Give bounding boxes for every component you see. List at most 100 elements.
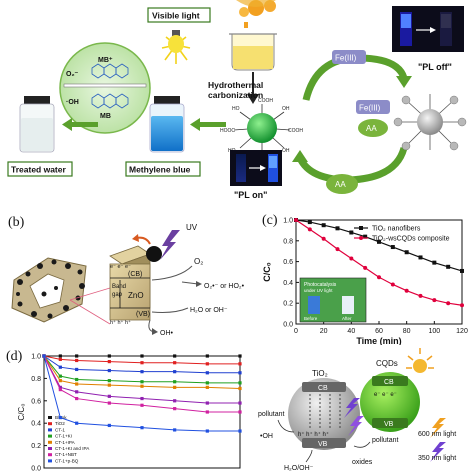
y-tick-label: 0.4 <box>283 280 293 287</box>
data-point <box>363 234 368 239</box>
data-point <box>173 361 177 365</box>
data-point <box>205 354 209 358</box>
visible-light-label: Visible light <box>152 11 200 21</box>
y-tick-label: 0.0 <box>31 466 41 473</box>
data-point <box>173 380 177 384</box>
data-point <box>140 426 144 430</box>
cqds-label: CQDs <box>376 359 398 368</box>
inset-before: Before <box>304 316 318 321</box>
data-point <box>205 381 209 385</box>
x-tick-label: 80 <box>403 328 411 335</box>
lightning-purple-icon <box>344 398 364 436</box>
legend-marker <box>48 416 52 419</box>
fe-mid-label: Fe(III) <box>359 104 381 113</box>
lightning-purple-350-icon <box>430 442 446 462</box>
svg-text:COOH: COOH <box>288 128 303 134</box>
svg-text:OH: OH <box>282 106 290 112</box>
data-point <box>173 385 177 389</box>
data-point <box>418 255 423 260</box>
x-tick-label: 100 <box>428 328 440 335</box>
data-point <box>140 384 144 388</box>
svg-text:COOH: COOH <box>258 98 273 104</box>
series-line <box>43 355 240 374</box>
data-point <box>349 230 354 235</box>
legend-marker <box>48 422 52 426</box>
carbonization-label: carbonization <box>208 90 263 100</box>
data-point <box>335 226 340 231</box>
mb-plus-label: MB⁺ <box>98 57 113 64</box>
data-point <box>75 396 79 401</box>
treated-water-label: Treated water <box>11 165 66 175</box>
cqd-cb-label: CB <box>384 379 394 386</box>
data-point <box>238 371 242 375</box>
tio2-sphere: CB h⁺ h⁺ h⁺ h⁺ VB <box>288 378 360 450</box>
light-bulb-icon <box>161 30 191 64</box>
electrons-label: e⁻ e⁻ e⁻ <box>110 264 131 270</box>
data-point <box>107 379 111 383</box>
data-point <box>75 358 79 363</box>
data-point <box>107 423 111 428</box>
legend-entry: TiO2 <box>55 421 65 426</box>
data-point <box>107 368 111 373</box>
panel-b-label: (b) <box>8 215 25 230</box>
pl-on-label: "PL on" <box>234 190 267 200</box>
y-tick-label: 0.2 <box>31 443 41 450</box>
pl-off-label: "PL off" <box>418 62 452 72</box>
gap-label: gap <box>112 292 123 298</box>
data-point <box>58 365 62 369</box>
cqd-sphere: CB e⁻ e⁻ e⁻ VB <box>360 372 420 432</box>
tio2-holes: h⁺ h⁺ h⁺ h⁺ <box>298 431 329 438</box>
series-line <box>43 355 240 432</box>
uv-label: UV <box>186 223 198 232</box>
data-point <box>140 370 144 374</box>
legend-marker <box>48 440 52 444</box>
fe-top-box <box>332 50 366 64</box>
data-point <box>75 377 79 382</box>
data-point <box>140 396 144 401</box>
x-tick-label: 40 <box>347 328 355 335</box>
y-axis-label: C/C₀ <box>262 262 272 282</box>
data-point <box>238 381 242 385</box>
data-point <box>418 293 423 298</box>
data-point <box>58 354 62 358</box>
fe-quenched-sphere <box>393 94 467 151</box>
o2-products-label: O₂•⁻ or HO₂• <box>204 283 245 290</box>
x-tick-label: 120 <box>456 328 468 335</box>
data-point <box>460 268 464 273</box>
x-tick-label: 60 <box>375 328 383 335</box>
data-point <box>363 265 368 270</box>
pollutant-left-label: pollutant <box>258 411 285 418</box>
data-point <box>349 256 354 261</box>
cqd-dot-icon <box>146 246 162 262</box>
sun-icon <box>406 348 434 373</box>
cb-label: (CB) <box>128 271 142 278</box>
inset-title: Photocatalysis <box>304 282 337 288</box>
data-point <box>107 394 111 398</box>
cycle-arrows <box>292 54 412 184</box>
cqd-electrons: e⁻ e⁻ e⁻ <box>374 392 397 398</box>
methylene-blue-box <box>125 161 201 177</box>
data-point <box>205 429 209 433</box>
legend-entry: CT-1+NBT <box>55 452 77 457</box>
legend-marker <box>48 453 52 457</box>
photocatalysis-bubble: MB⁺ O₂⁻ ·OH MB <box>59 42 151 134</box>
data-point <box>107 360 111 364</box>
data-point <box>42 354 46 358</box>
data-point <box>205 362 209 366</box>
data-point <box>460 303 464 308</box>
series-line <box>43 355 240 413</box>
panel-d-chart: (d) 0.00.20.40.60.81.0C/C₀BlankTiO2CT-1C… <box>6 349 242 473</box>
data-point <box>377 239 381 244</box>
data-point <box>205 410 209 414</box>
data-point <box>294 218 298 222</box>
visible-light-box <box>147 7 211 23</box>
data-point <box>321 236 326 241</box>
series-line <box>43 355 240 404</box>
data-point <box>335 247 340 252</box>
y-tick-label: 0.2 <box>283 301 293 308</box>
data-point <box>238 386 242 391</box>
tio2-vb-label: VB <box>318 441 328 448</box>
data-point <box>107 401 111 405</box>
aa-mid-oval <box>358 119 388 137</box>
nanostructure-icon <box>11 257 87 323</box>
